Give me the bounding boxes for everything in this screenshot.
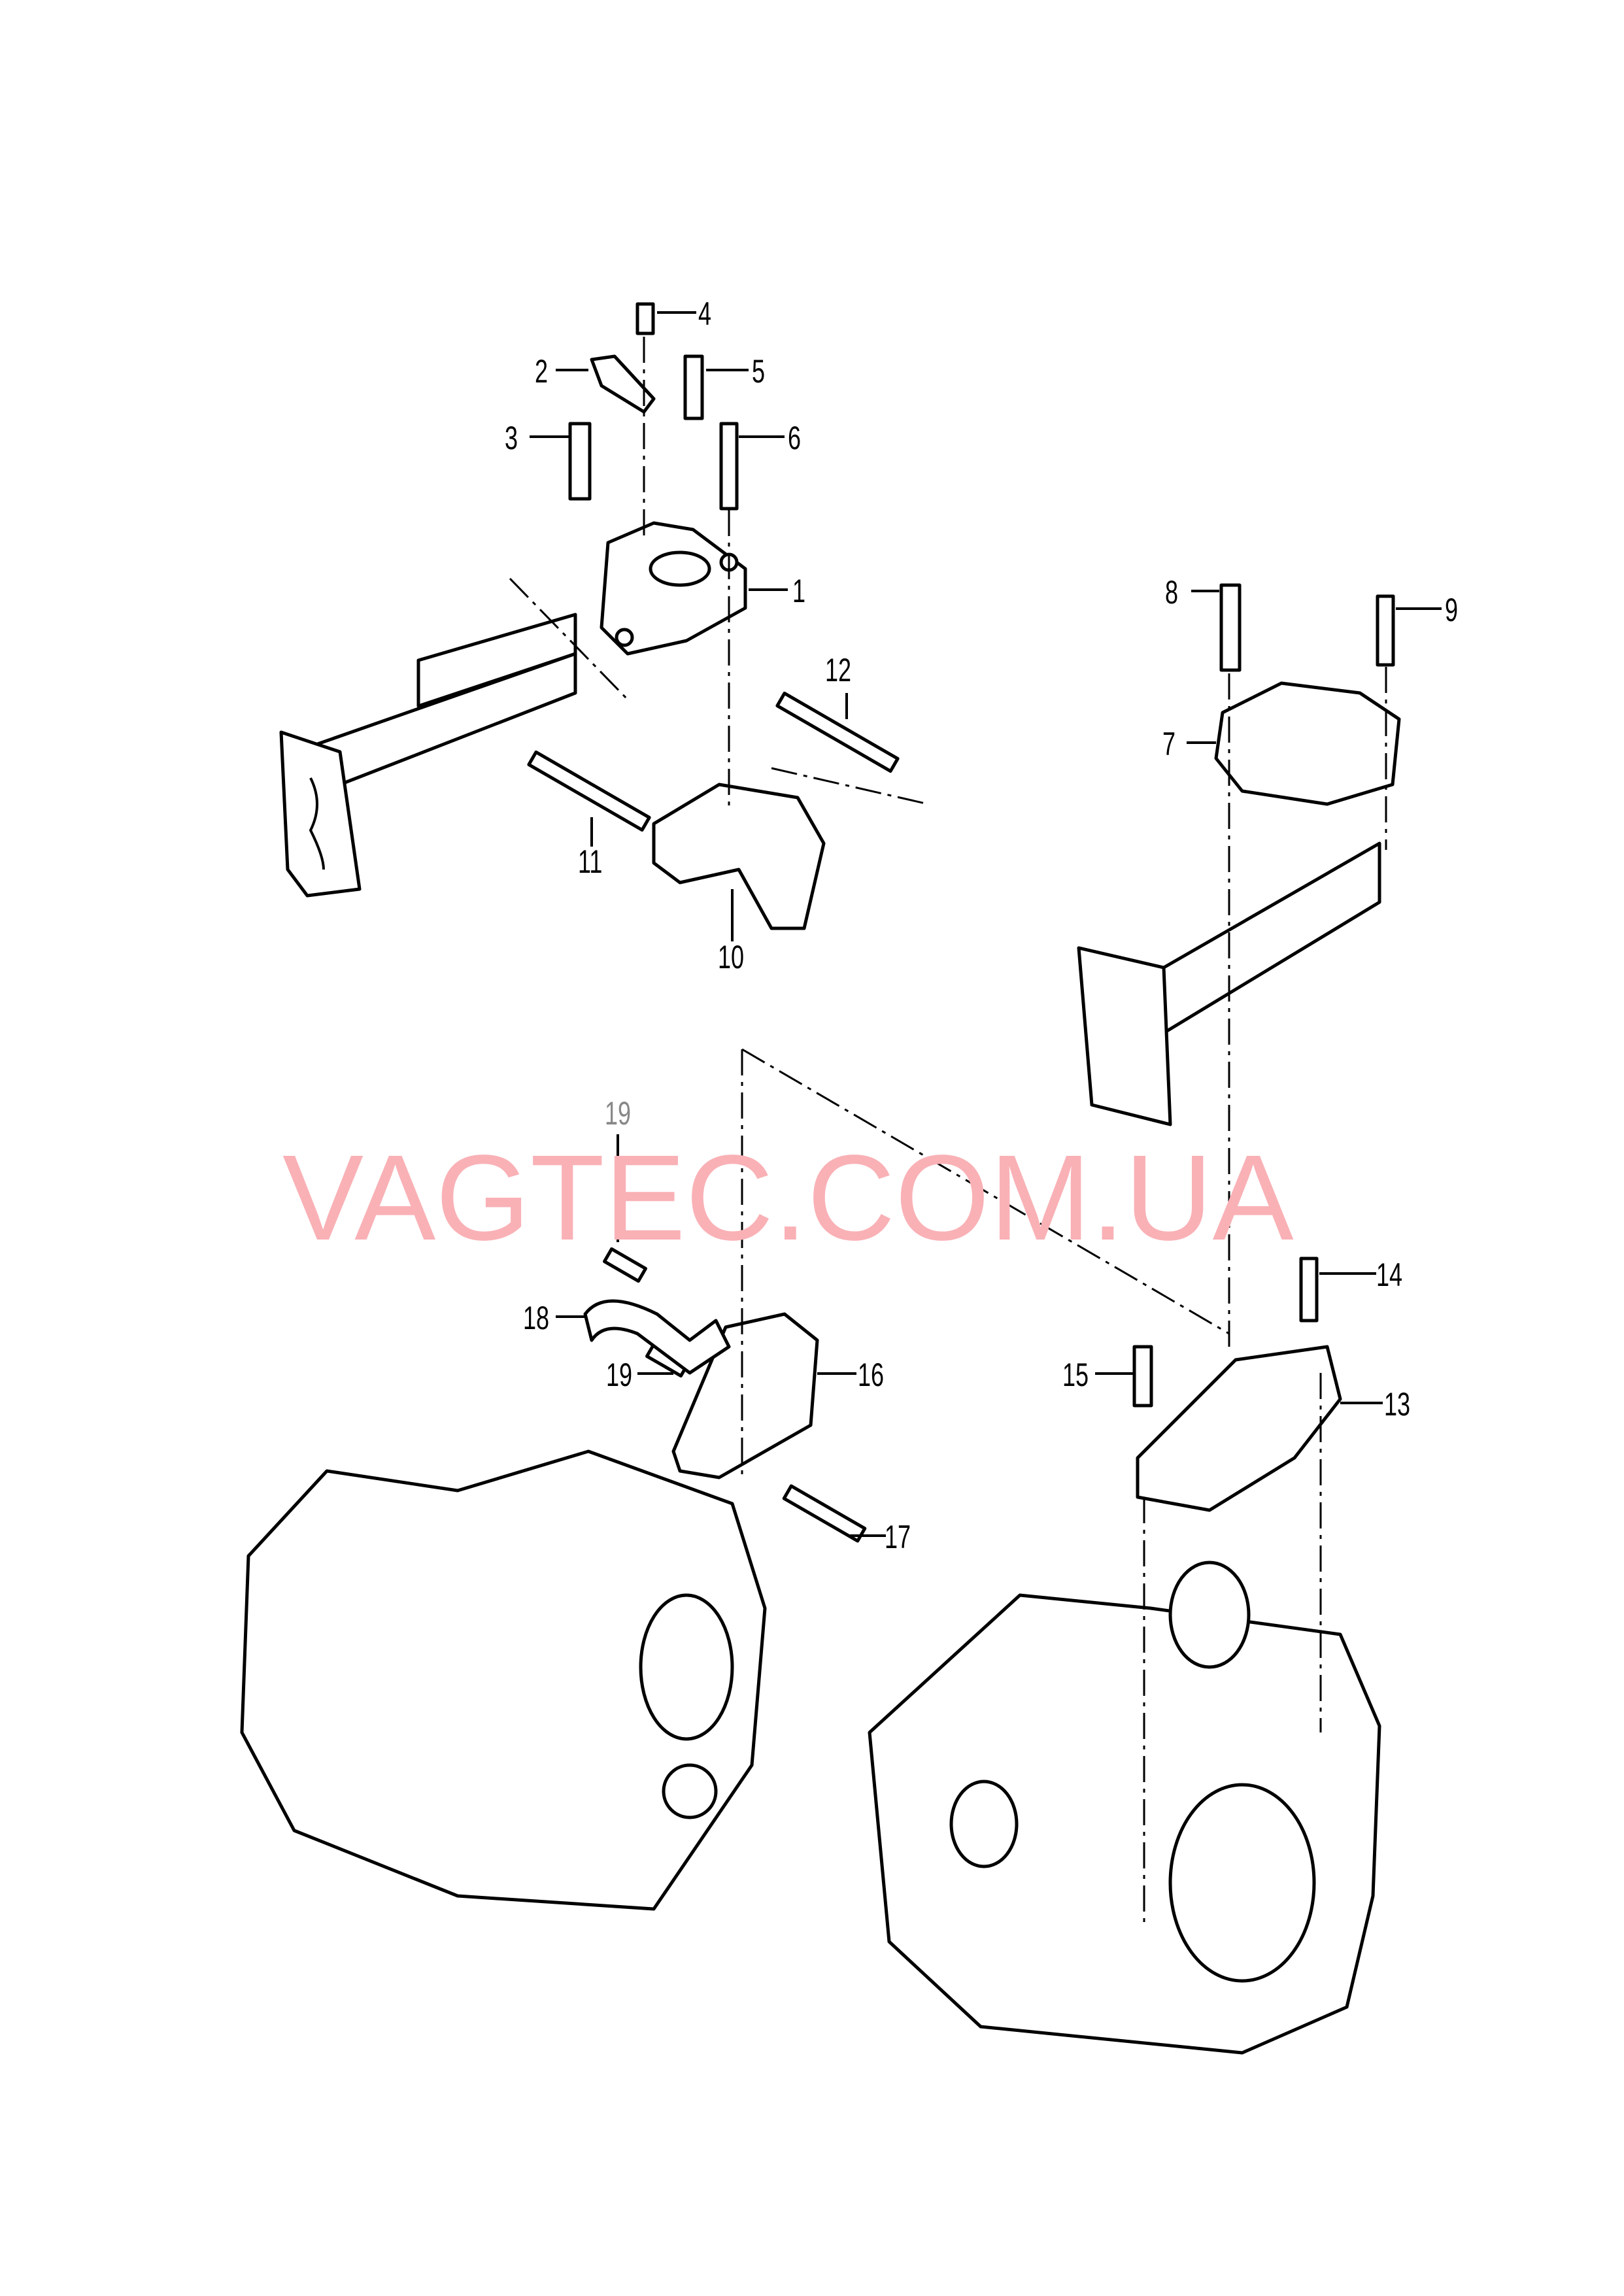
transmission-mount-part-7 <box>1214 681 1401 806</box>
right-carrier-rail <box>1077 841 1381 1126</box>
callout-7: 7 <box>1162 726 1176 762</box>
callout-16: 16 <box>858 1357 885 1393</box>
callout-18: 18 <box>523 1300 550 1336</box>
pendulum-support-part-10 <box>652 783 826 930</box>
bracket-part-13 <box>1136 1345 1342 1512</box>
callout-15: 15 <box>1062 1357 1089 1393</box>
alignment-lines <box>509 337 1387 1929</box>
callout-8: 8 <box>1165 574 1179 611</box>
callout-1: 1 <box>792 573 806 609</box>
callout-14: 14 <box>1376 1257 1403 1293</box>
callout-12: 12 <box>825 652 852 688</box>
callout-3: 3 <box>505 420 518 456</box>
callout-5: 5 <box>752 353 766 390</box>
callout-17: 17 <box>885 1519 911 1555</box>
automatic-gearbox <box>868 1561 1381 2055</box>
callout-9: 9 <box>1445 592 1459 628</box>
watermark: VAGTEC.COM.UA <box>282 1130 1294 1266</box>
callout-19-upper: 19 <box>605 1095 632 1132</box>
callout-2: 2 <box>535 353 549 390</box>
callout-4: 4 <box>698 295 712 332</box>
bolts <box>527 302 1395 1543</box>
bracket-part-18 <box>583 1299 731 1375</box>
callout-19-lower: 19 <box>606 1357 633 1393</box>
left-carrier-rail <box>279 613 577 898</box>
callout-10: 10 <box>718 939 745 975</box>
engine-mount-part-1 <box>600 521 747 656</box>
callout-6: 6 <box>788 420 802 456</box>
bracket-part-2 <box>590 354 656 414</box>
callout-11: 11 <box>578 843 603 880</box>
manual-gearbox <box>240 1449 767 1911</box>
leader-lines <box>530 311 1442 1537</box>
callout-13: 13 <box>1384 1386 1411 1423</box>
bracket-part-16 <box>671 1312 819 1479</box>
